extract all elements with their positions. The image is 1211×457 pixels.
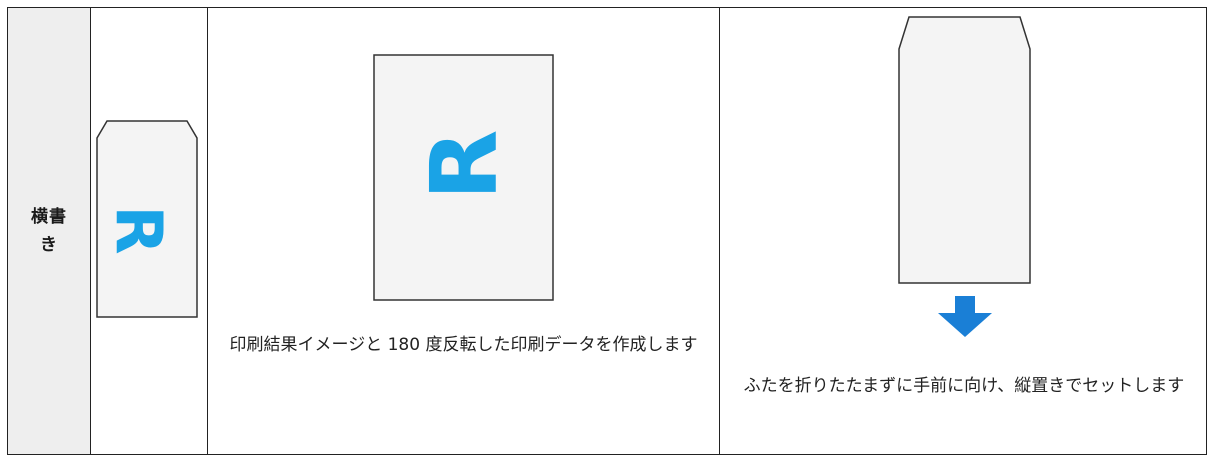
envelope-feed-illustration bbox=[898, 16, 1031, 284]
envelope-setting-caption: ふたを折りたたまずに手前に向け、縦置きでセットします bbox=[743, 376, 1185, 396]
column-divider bbox=[207, 8, 208, 454]
letter-r-rotated-glyph: R bbox=[411, 130, 518, 201]
column-divider bbox=[719, 8, 720, 454]
arrow-down-icon bbox=[938, 296, 992, 337]
column-divider bbox=[90, 8, 91, 454]
row-header-cell: 横書き bbox=[8, 8, 90, 454]
print-data-caption: 印刷結果イメージと 180 度反転した印刷データを作成します bbox=[229, 335, 698, 355]
letter-r-glyph: R bbox=[101, 205, 175, 254]
envelope-preview-small bbox=[96, 120, 198, 318]
row-header-label: 横書き bbox=[31, 207, 67, 255]
print-data-page bbox=[373, 54, 554, 301]
